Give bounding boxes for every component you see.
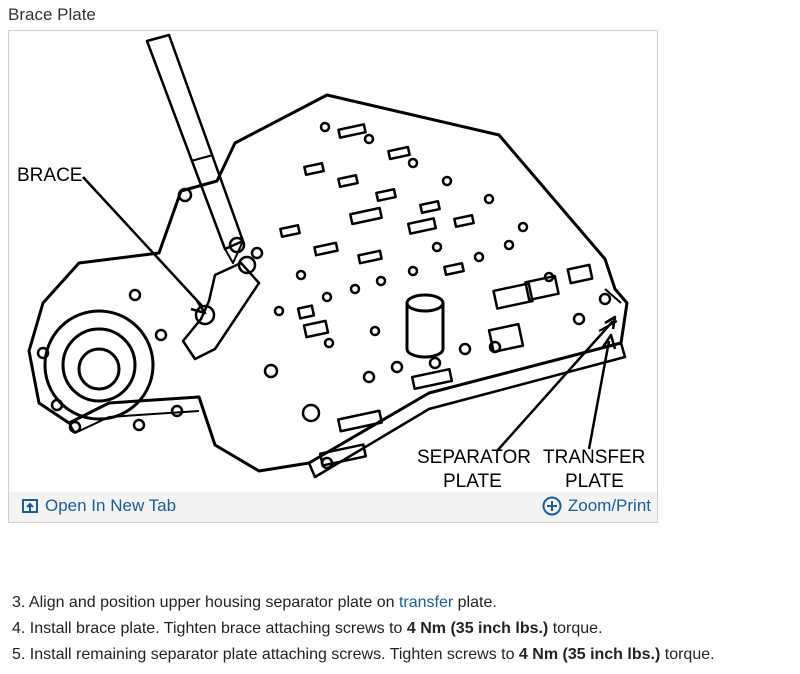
step-item: 4. Install brace plate. Tighten brace at… xyxy=(12,616,715,642)
brace-label: BRACE xyxy=(17,165,82,186)
zoom-print-label: Zoom/Print xyxy=(567,496,651,515)
step-number: 4. xyxy=(12,620,26,637)
circle-plus-icon xyxy=(542,496,562,516)
figure-container: BRACE SEPARATOR PLATE TRANSFER PLATE Ope… xyxy=(8,30,658,523)
figure-toolbar: Open In New Tab Zoom/Print xyxy=(9,492,657,522)
step-number: 3. xyxy=(12,594,26,611)
transfer-label-line1: TRANSFER xyxy=(543,447,645,468)
step-text-end: plate. xyxy=(453,594,497,611)
open-in-new-tab-label: Open In New Tab xyxy=(45,496,177,515)
step-text: Align and position upper housing separat… xyxy=(28,594,399,611)
zoom-print-link[interactable]: Zoom/Print xyxy=(542,496,651,516)
torque-value: 4 Nm (35 inch lbs.) xyxy=(406,620,549,637)
torque-value: 4 Nm (35 inch lbs.) xyxy=(518,646,661,663)
transfer-label-line2: PLATE xyxy=(565,471,624,492)
step-text-end: torque. xyxy=(548,620,603,637)
step-text-end: torque. xyxy=(660,646,715,663)
instruction-steps: 3. Align and position upper housing sepa… xyxy=(12,590,715,668)
open-in-new-tab-link[interactable]: Open In New Tab xyxy=(21,496,176,516)
transfer-link[interactable]: transfer xyxy=(398,594,454,611)
open-in-new-tab-icon xyxy=(21,497,39,515)
step-text: Install brace plate. Tighten brace attac… xyxy=(29,620,407,637)
step-item: 3. Align and position upper housing sepa… xyxy=(12,590,715,616)
figure-caption: Brace Plate xyxy=(8,5,96,24)
step-number: 5. xyxy=(12,646,26,663)
separator-label-line2: PLATE xyxy=(443,471,502,492)
step-text: Install remaining separator plate attach… xyxy=(29,646,519,663)
step-item: 5. Install remaining separator plate att… xyxy=(12,642,715,668)
separator-label-line1: SEPARATOR xyxy=(417,447,531,468)
brace-plate-diagram[interactable]: BRACE SEPARATOR PLATE TRANSFER PLATE xyxy=(9,31,657,493)
